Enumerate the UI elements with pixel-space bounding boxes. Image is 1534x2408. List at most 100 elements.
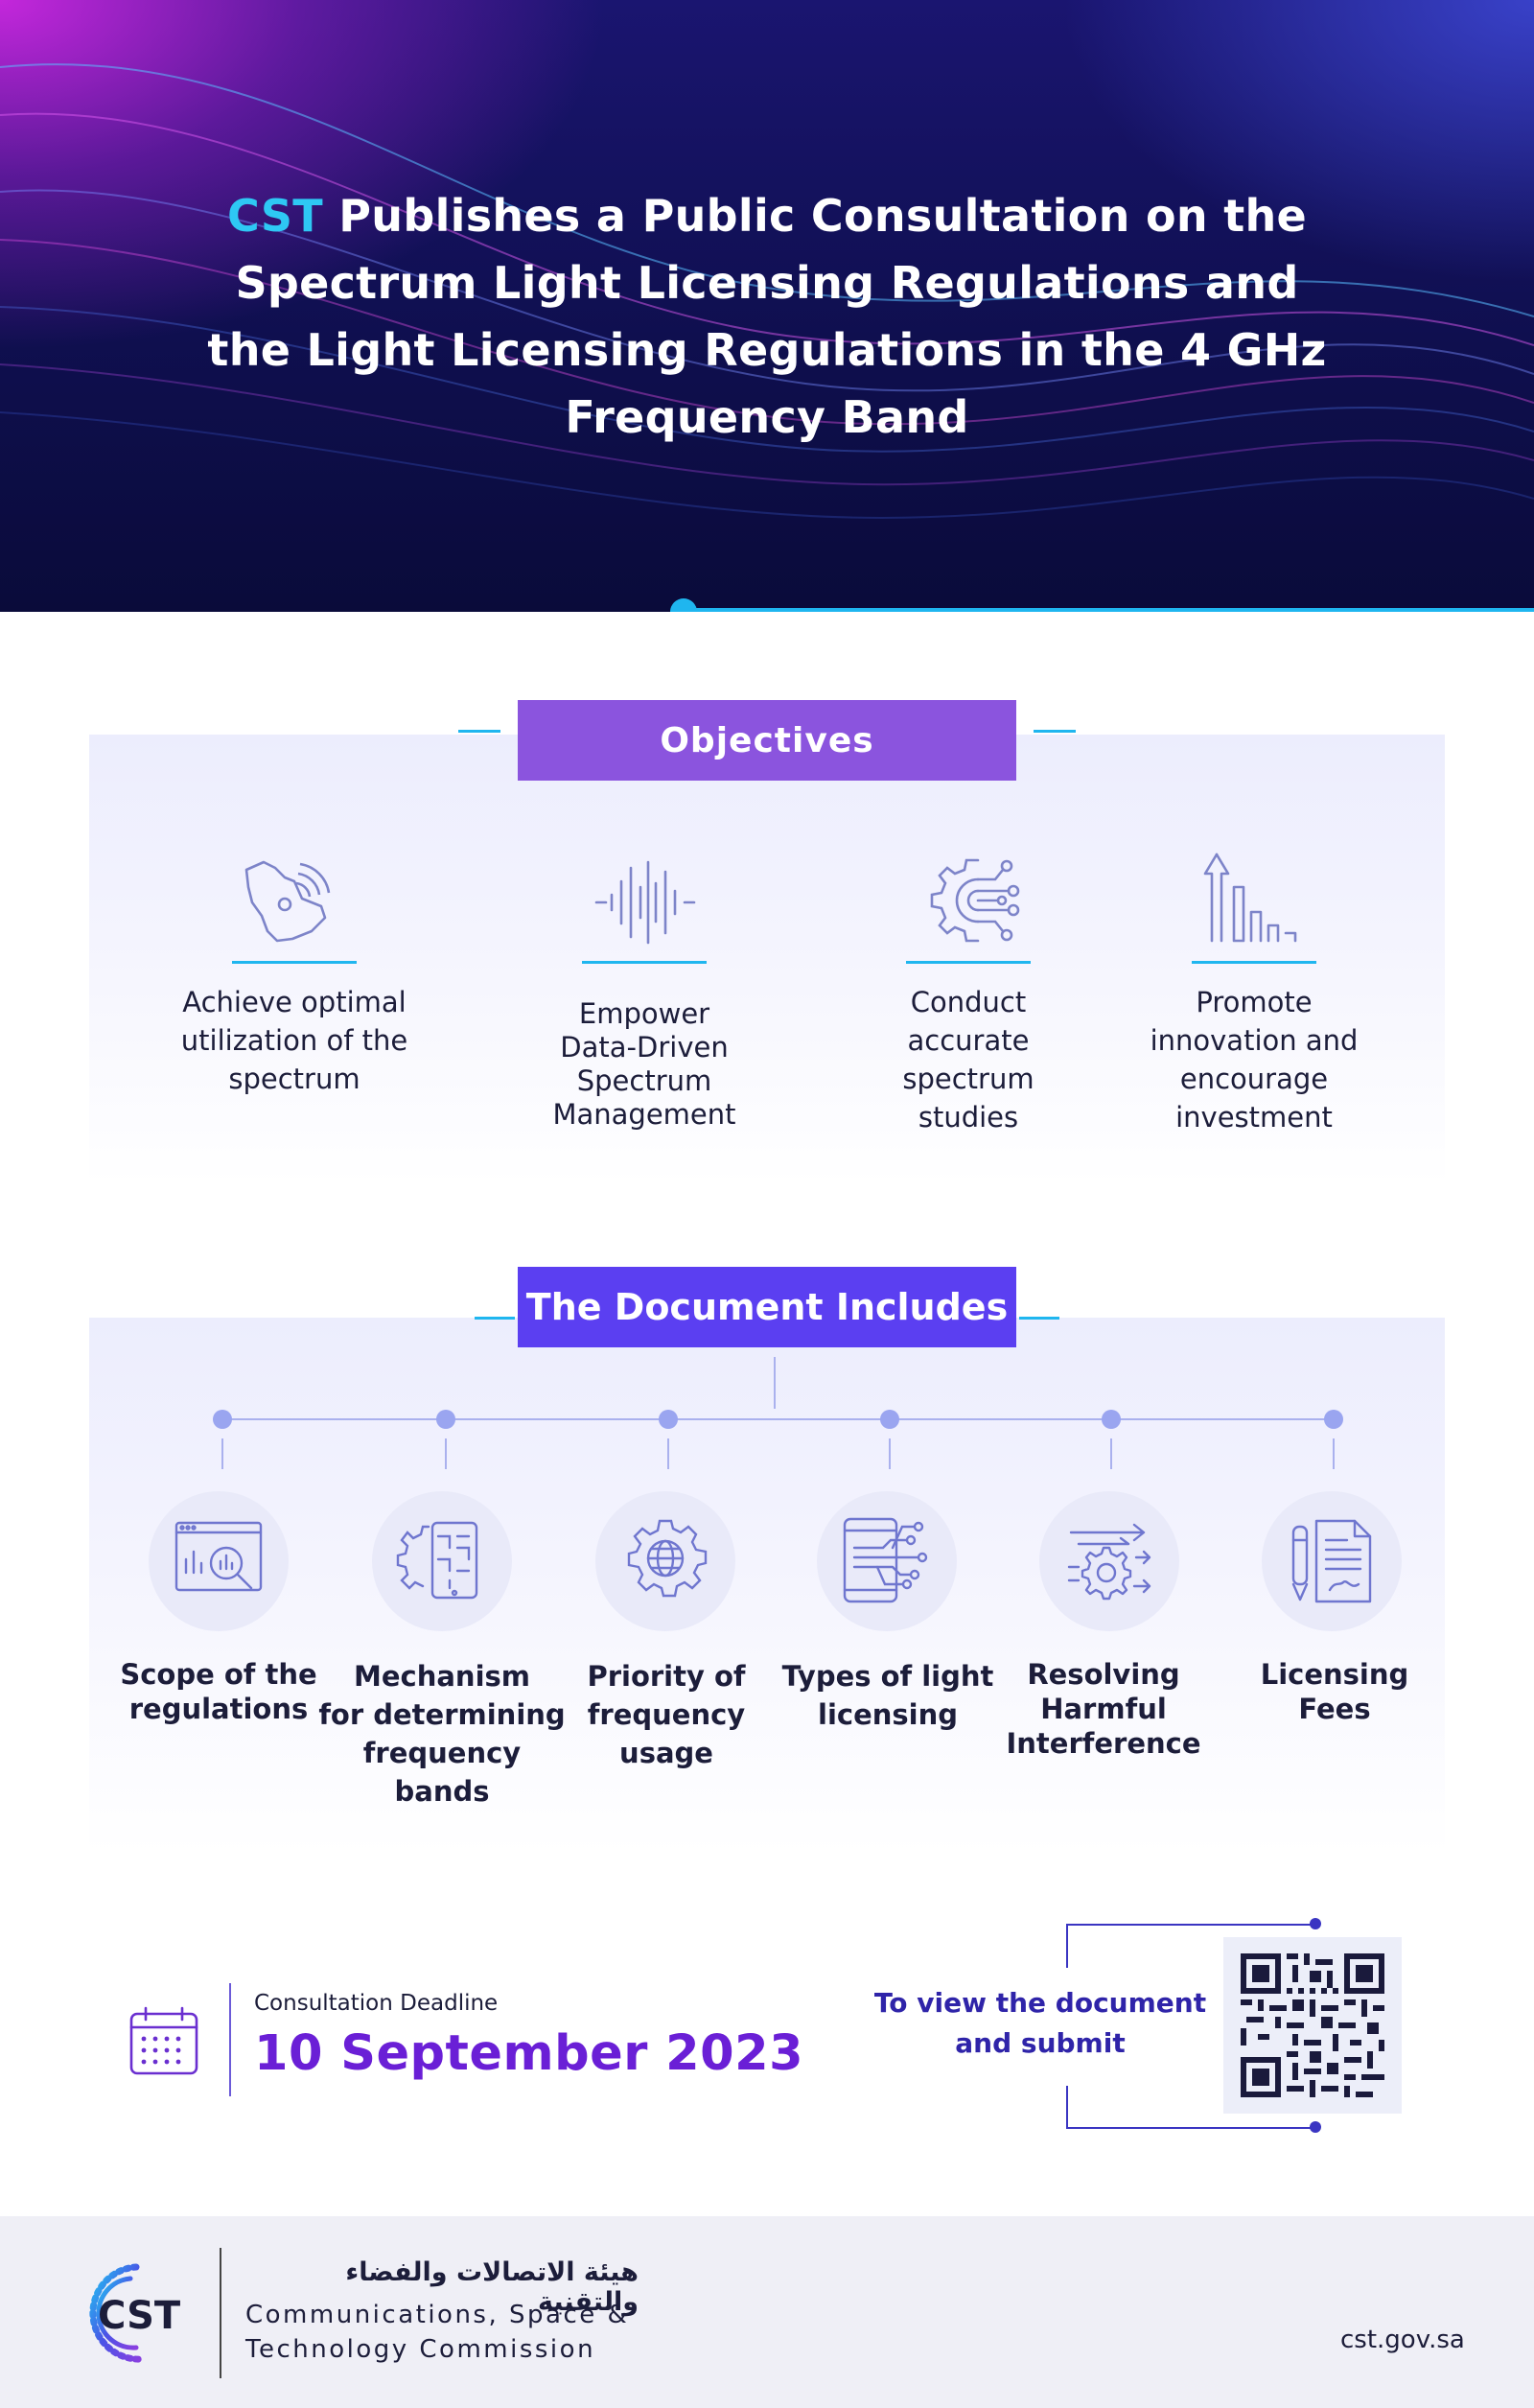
badge-tick-left (458, 730, 500, 733)
qr-caption: To view the document and submit (868, 1983, 1213, 2064)
objective-3-line: studies (918, 1101, 1019, 1134)
objective-3-line: spectrum (902, 1063, 1034, 1095)
include-5-line: Resolving (1027, 1658, 1180, 1691)
include-3-line: Priority of (587, 1660, 746, 1693)
qr-bracket-dot (1310, 1918, 1321, 1929)
include-4-line: Types of light (781, 1660, 994, 1693)
objective-1-line: Achieve optimal (182, 986, 407, 1018)
include-1-line: regulations (128, 1693, 309, 1725)
footer (0, 2216, 1534, 2408)
objective-underline (1192, 961, 1316, 964)
includes-panel (89, 1318, 1445, 1855)
objective-4-line: innovation and (1150, 1024, 1359, 1057)
include-2-line: Mechanism (354, 1660, 530, 1693)
qr-bracket-bottom (1066, 2127, 1315, 2129)
include-2-line: frequency (362, 1737, 522, 1769)
include-2-text: Mechanism for determining frequency band… (313, 1657, 571, 1811)
title-line-1: Publishes a Public Consultation on the (322, 190, 1308, 242)
include-1-line: Scope of the (120, 1658, 317, 1691)
include-icon-circle (1039, 1491, 1179, 1631)
tree-node (1324, 1410, 1343, 1429)
hero-divider (690, 608, 1534, 612)
include-5-line: Harmful (1040, 1693, 1167, 1725)
include-6-line: Fees (1298, 1693, 1371, 1725)
tree-node (213, 1410, 232, 1429)
gear-circuit-icon (930, 858, 1020, 943)
objectives-panel (89, 735, 1445, 1185)
include-3-line: frequency (587, 1698, 746, 1731)
deadline-date: 10 September 2023 (254, 2025, 804, 2082)
qr-code-icon[interactable] (1240, 1953, 1385, 2097)
pen-document-icon (1291, 1519, 1372, 1603)
objective-2-line: Spectrum (576, 1064, 712, 1097)
tree-leg (889, 1438, 891, 1469)
title-brand: CST (226, 190, 323, 242)
footer-website-link[interactable]: cst.gov.sa (1340, 2326, 1465, 2354)
title-line-2: Spectrum Light Licensing Regulations and (235, 257, 1299, 309)
tree-stem (774, 1357, 776, 1409)
includes-heading: The Document Includes (518, 1267, 1016, 1347)
qr-caption-line: and submit (955, 2027, 1126, 2059)
objective-1-line: spectrum (228, 1063, 360, 1095)
include-5-text: Resolving Harmful Interference (1000, 1657, 1207, 1761)
objective-3-line: accurate (907, 1024, 1030, 1057)
objective-2-line: Data-Driven (560, 1031, 729, 1064)
gear-arrows-icon (1067, 1523, 1151, 1601)
include-5-line: Interference (1006, 1727, 1201, 1760)
sound-wave-icon (594, 860, 696, 945)
objective-2-line: Management (552, 1098, 736, 1131)
qr-code-frame[interactable] (1223, 1937, 1402, 2114)
include-3-line: usage (619, 1737, 713, 1769)
footer-arabic-name: هيئة الاتصالات والفضاء والتقنية (345, 2257, 639, 2317)
include-6-line: Licensing (1260, 1658, 1409, 1691)
objective-4-text: Promote innovation and encourage investm… (1110, 983, 1398, 1136)
objective-2-text: Empower Data-Driven Spectrum Management (500, 997, 788, 1132)
hero-divider-dot (670, 598, 697, 612)
tree-leg (1110, 1438, 1112, 1469)
tree-leg (445, 1438, 447, 1469)
tree-leg (1333, 1438, 1335, 1469)
title-line-3: the Light Licensing Regulations in the 4… (207, 324, 1327, 376)
footer-english-line: Communications, Space & (245, 2301, 630, 2329)
footer-english-line: Technology Commission (245, 2335, 596, 2364)
logo-text: CST (98, 2294, 181, 2338)
objectives-heading: Objectives (518, 700, 1016, 781)
qr-caption-line: To view the document (873, 1987, 1207, 2019)
tree-node (436, 1410, 455, 1429)
objective-4-line: investment (1175, 1101, 1333, 1134)
tree-node (1102, 1410, 1121, 1429)
decorative-waves (0, 63, 1534, 520)
tree-node (659, 1410, 678, 1429)
saudi-map-signal-icon (244, 860, 331, 943)
qr-bracket-dot (1310, 2121, 1321, 2133)
growth-arrow-icon (1203, 853, 1297, 943)
tree-branch (222, 1418, 1335, 1420)
magnifier-chart-icon (174, 1521, 263, 1592)
include-2-line: for determining (318, 1698, 566, 1731)
hero-banner: CST Publishes a Public Consultation on t… (0, 0, 1534, 612)
cst-logo-icon: CST (89, 2263, 181, 2363)
include-2-line: bands (394, 1775, 490, 1808)
include-1-text: Scope of the regulations (99, 1657, 338, 1726)
include-icon-circle (817, 1491, 957, 1631)
page-title: CST Publishes a Public Consultation on t… (192, 182, 1342, 451)
objective-3-text: Conduct accurate spectrum studies (825, 983, 1112, 1136)
deadline-divider (229, 1983, 231, 2096)
objective-underline (906, 961, 1031, 964)
include-3-text: Priority of frequency usage (560, 1657, 773, 1772)
include-4-text: Types of light licensing (770, 1657, 1006, 1734)
objective-underline (582, 961, 707, 964)
tree-leg (221, 1438, 223, 1469)
objective-3-line: Conduct (910, 986, 1027, 1018)
objective-1-line: utilization of the (180, 1024, 408, 1057)
objective-2-line: Empower (578, 997, 710, 1030)
tree-node (880, 1410, 899, 1429)
footer-divider (220, 2248, 221, 2378)
qr-bracket-top (1066, 1924, 1315, 1926)
objective-underline (232, 961, 357, 964)
include-icon-circle (372, 1491, 512, 1631)
include-icon-circle (595, 1491, 735, 1631)
mobile-network-icon (843, 1517, 928, 1603)
badge-tick-left (475, 1317, 515, 1320)
badge-tick-right (1019, 1317, 1059, 1320)
